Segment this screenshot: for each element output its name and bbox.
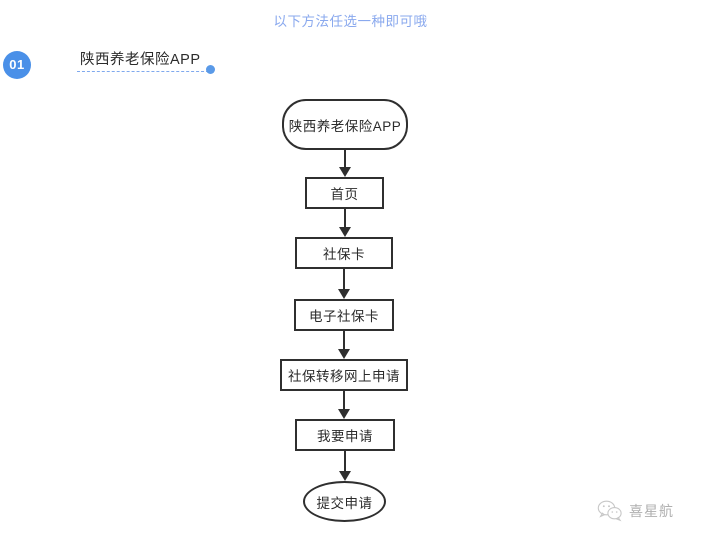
flow-node-n5[interactable]: 社保转移网上申请 — [280, 359, 408, 391]
flow-node-label: 社保转移网上申请 — [288, 369, 400, 384]
wechat-icon — [597, 499, 623, 523]
flow-node-label: 陕西养老保险APP — [288, 118, 402, 134]
title-dashed-underline — [77, 71, 209, 72]
flow-node-label: 我要申请 — [317, 429, 373, 444]
section-badge-01: 01 — [3, 51, 31, 79]
flow-arrowhead-icon — [338, 227, 351, 237]
watermark-label: 喜星航 — [629, 503, 674, 519]
flow-connector — [344, 209, 346, 228]
flow-node-label: 提交申请 — [316, 495, 373, 511]
flow-arrowhead-icon — [337, 289, 350, 299]
flow-connector — [344, 150, 346, 168]
flow-connector — [344, 451, 346, 472]
flow-node-n1[interactable]: 陕西养老保险APP — [282, 99, 408, 150]
flow-node-label: 首页 — [330, 187, 359, 202]
flow-arrowhead-icon — [338, 471, 351, 481]
flow-node-n4[interactable]: 电子社保卡 — [294, 299, 394, 331]
flow-node-n2[interactable]: 首页 — [305, 177, 384, 209]
header-note: 以下方法任选一种即可哦 — [273, 14, 428, 29]
flow-arrowhead-icon — [338, 167, 351, 177]
section-title: 陕西养老保险APP — [80, 52, 201, 68]
flow-node-n7[interactable]: 提交申请 — [303, 481, 386, 522]
flow-node-n3[interactable]: 社保卡 — [295, 237, 393, 269]
flow-arrowhead-icon — [337, 409, 350, 419]
flow-arrowhead-icon — [337, 349, 350, 359]
watermark: 喜星航 — [597, 494, 693, 528]
flow-node-label: 社保卡 — [323, 247, 365, 262]
flow-node-n6[interactable]: 我要申请 — [295, 419, 395, 451]
title-end-dot-icon — [206, 65, 215, 74]
flow-connector — [343, 269, 345, 290]
flow-connector — [343, 331, 345, 350]
flow-connector — [343, 391, 345, 410]
flow-node-label: 电子社保卡 — [309, 309, 379, 324]
